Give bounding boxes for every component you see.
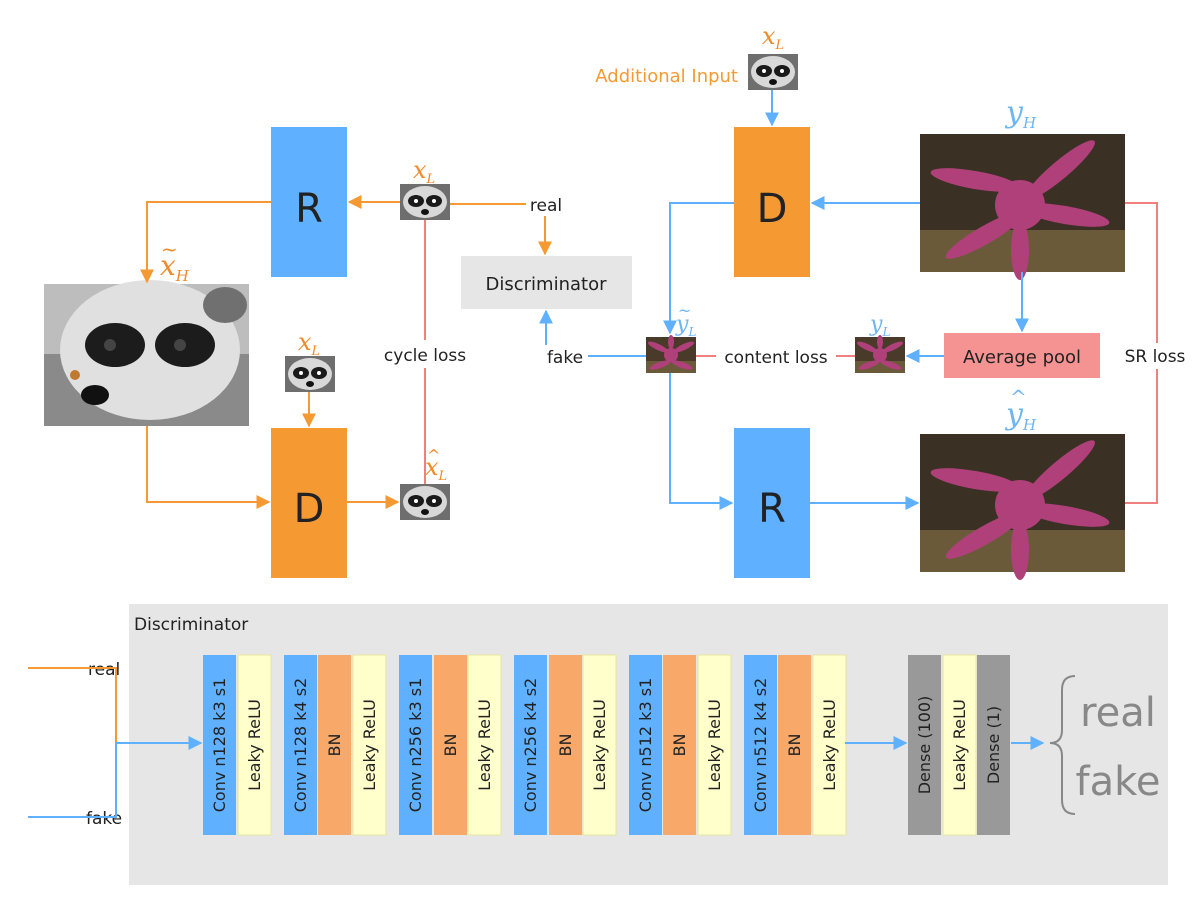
layer-block-4 bbox=[352, 654, 387, 836]
output-brace bbox=[1049, 675, 1076, 815]
average-pool-label: Average pool bbox=[963, 347, 1081, 368]
layer-block-3 bbox=[318, 655, 351, 835]
layer-block-14 bbox=[744, 655, 777, 835]
layer-block-5 bbox=[399, 655, 432, 835]
real-label-top: real bbox=[530, 196, 562, 216]
xL-label-middle: xL bbox=[298, 328, 320, 359]
bottom-fake-line bbox=[28, 743, 117, 818]
r-label-right: R bbox=[758, 486, 786, 532]
hat-mark-yH: ^ bbox=[1010, 385, 1027, 409]
layer-label-17: Dense (100) bbox=[915, 696, 934, 795]
yL-tilde-to-R-arrow bbox=[669, 373, 734, 510]
bottom-real-label: real bbox=[88, 660, 120, 680]
layer-block-13 bbox=[697, 654, 732, 836]
xL-label-top: xL bbox=[413, 156, 435, 187]
layer-label-5: Conv n256 k3 s1 bbox=[406, 678, 425, 812]
layer-block-12 bbox=[663, 655, 696, 835]
layer-block-11 bbox=[629, 655, 662, 835]
output-fake-label: fake bbox=[1076, 759, 1161, 805]
r-label-left: R bbox=[295, 186, 323, 232]
layer-label-19: Dense (1) bbox=[984, 706, 1003, 784]
xH-to-D-arrow bbox=[146, 426, 271, 509]
layer-label-13: Leaky ReLU bbox=[705, 699, 724, 791]
yL-tilde-thumb bbox=[646, 335, 696, 373]
xL-thumb-top bbox=[400, 184, 450, 220]
xL-label-additional: xL bbox=[762, 22, 784, 53]
r-block-left bbox=[271, 127, 347, 277]
discriminator-label-top: Discriminator bbox=[486, 274, 608, 295]
R-to-xH-arrow bbox=[140, 201, 271, 284]
layer-block-6 bbox=[434, 655, 467, 835]
tilde-mark-xH: ~ bbox=[161, 237, 178, 261]
layer-label-2: Conv n128 k4 s2 bbox=[291, 678, 310, 812]
layer-block-18 bbox=[942, 654, 977, 836]
layer-block-9 bbox=[549, 655, 582, 835]
layer-block-0 bbox=[203, 655, 236, 835]
d-block-right bbox=[734, 127, 810, 277]
layer-label-4: Leaky ReLU bbox=[360, 699, 379, 791]
layer-block-15 bbox=[778, 655, 811, 835]
layer-label-8: Conv n256 k4 s2 bbox=[521, 678, 540, 812]
layer-label-3: BN bbox=[325, 734, 344, 757]
discriminator-panel-title: Discriminator bbox=[134, 615, 248, 635]
layer-label-11: Conv n512 k3 s1 bbox=[636, 678, 655, 812]
tilde-mark-yL: ~ bbox=[678, 301, 691, 320]
d-block-left bbox=[271, 428, 347, 578]
layer-label-10: Leaky ReLU bbox=[590, 699, 609, 791]
layer-label-18: Leaky ReLU bbox=[950, 699, 969, 791]
d-label-left: D bbox=[294, 486, 325, 532]
layer-block-19 bbox=[977, 655, 1010, 835]
bottom-real-line bbox=[28, 667, 117, 743]
yL-thumb bbox=[855, 335, 905, 373]
starfish-yH-image bbox=[920, 134, 1125, 280]
average-pool-box bbox=[944, 333, 1100, 378]
layer-label-9: BN bbox=[556, 734, 575, 757]
yH-label: yH bbox=[1004, 95, 1037, 132]
additional-input-label: Additional Input bbox=[595, 66, 738, 87]
D-to-yL-tilde-arrow bbox=[663, 202, 734, 335]
layer-label-15: BN bbox=[785, 734, 804, 757]
layer-label-12: BN bbox=[670, 734, 689, 757]
layer-block-7 bbox=[467, 654, 502, 836]
xL-hat-thumb bbox=[400, 484, 450, 520]
output-real-label: real bbox=[1080, 690, 1156, 736]
hat-mark-xL: ^ bbox=[427, 446, 440, 465]
fake-label-top: fake bbox=[547, 348, 583, 368]
layer-block-2 bbox=[284, 655, 317, 835]
d-label-right: D bbox=[757, 186, 788, 232]
bottom-fake-label: fake bbox=[86, 809, 122, 829]
layer-label-1: Leaky ReLU bbox=[245, 699, 264, 791]
layer-block-8 bbox=[514, 655, 547, 835]
discriminator-box-top bbox=[461, 256, 632, 309]
yL-tilde-label: yL bbox=[675, 312, 696, 339]
xL-thumb-middle bbox=[285, 356, 335, 392]
cycle-loss-label: cycle loss bbox=[384, 346, 466, 366]
layer-label-7: Leaky ReLU bbox=[475, 699, 494, 791]
layer-block-1 bbox=[237, 654, 272, 836]
raccoon-large-image bbox=[44, 280, 249, 426]
yL-label: yL bbox=[869, 312, 890, 339]
layer-label-16: Leaky ReLU bbox=[820, 699, 839, 791]
layer-block-16 bbox=[812, 654, 847, 836]
additional-input-thumb bbox=[748, 54, 798, 90]
discriminator-layers: Conv n128 k3 s1 Leaky ReLU Conv n128 k4 s2… bbox=[203, 654, 1010, 836]
xH-tilde-label: xH bbox=[160, 249, 190, 285]
layer-block-10 bbox=[582, 654, 617, 836]
sr-loss-label: SR loss bbox=[1125, 347, 1186, 367]
layer-label-6: BN bbox=[441, 734, 460, 757]
layer-block-17 bbox=[908, 655, 941, 835]
r-block-right bbox=[734, 428, 810, 578]
layer-label-0: Conv n128 k3 s1 bbox=[210, 678, 229, 812]
content-loss-label: content loss bbox=[724, 348, 827, 368]
layer-label-14: Conv n512 k4 s2 bbox=[751, 678, 770, 812]
yH-hat-label: yH bbox=[1004, 397, 1037, 434]
starfish-yH-hat-image bbox=[920, 434, 1125, 580]
xL-hat-label: xL bbox=[425, 453, 447, 484]
